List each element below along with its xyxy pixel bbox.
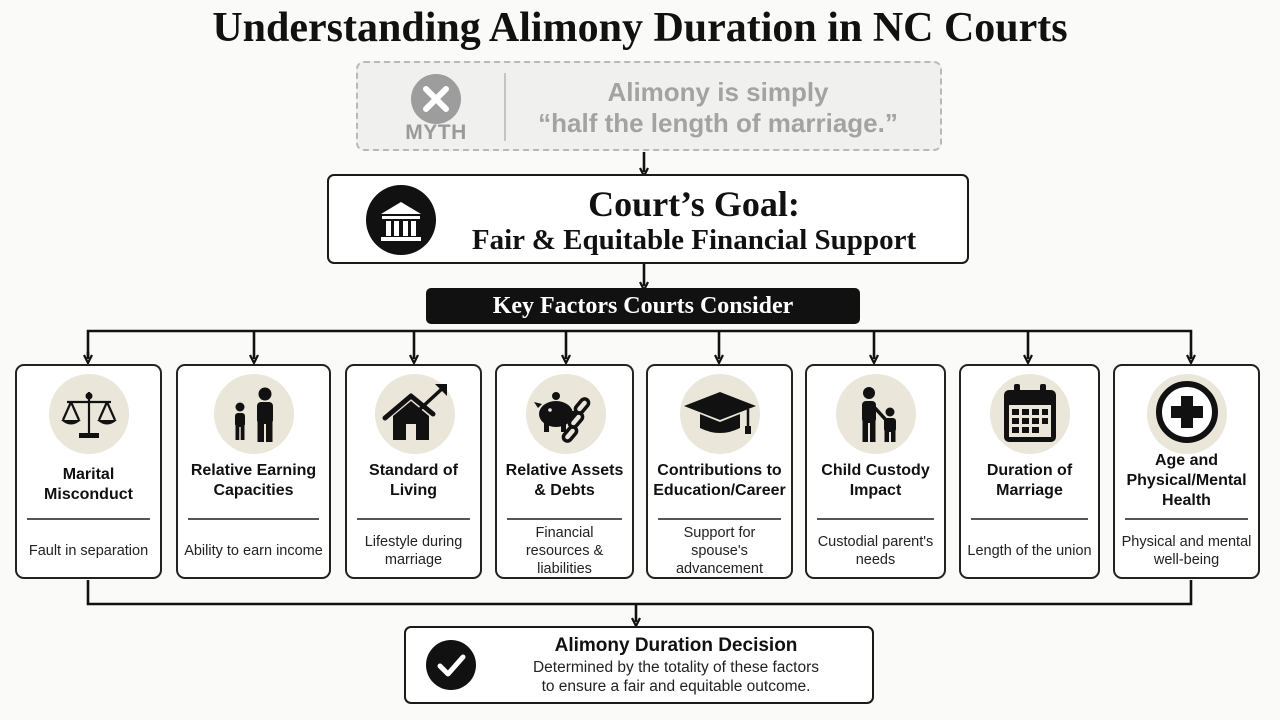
factor-description: Length of the union	[967, 543, 1092, 559]
factor-distribution-line	[86, 329, 1193, 358]
factor-card-age-health: Age and Physical/Mental Health Physical …	[1113, 364, 1260, 579]
factor-description: Custodial parent's needs	[817, 534, 934, 568]
house-growth-icon	[375, 374, 455, 454]
divider	[27, 518, 150, 520]
factor-card-marriage-duration: Duration of Marriage Length of the union	[959, 364, 1100, 579]
factor-title: Relative Earning Capacities	[190, 462, 317, 499]
decision-description: Determined by the totality of these fact…	[496, 658, 856, 696]
factor-title: Contributions to Education/Career	[653, 462, 786, 499]
divider	[817, 518, 934, 520]
factor-title: Child Custody Impact	[821, 462, 930, 499]
medical-cross-icon	[1147, 374, 1227, 454]
divider	[357, 518, 470, 520]
myth-statement-line1: Alimony is simply	[607, 77, 829, 107]
factor-card-child-custody: Child Custody Impact Custodial parent's …	[805, 364, 946, 579]
scales-icon	[49, 374, 129, 454]
people-icon	[214, 374, 294, 454]
factor-description: Fault in separation	[28, 543, 149, 559]
goal-subtitle: Fair & Equitable Financial Support	[471, 224, 917, 256]
divider	[507, 518, 622, 520]
factor-description: Financial resources & liabilities	[525, 525, 604, 577]
factor-title: Relative Assets & Debts	[505, 462, 624, 499]
factor-description: Support for spouse's advancement	[675, 525, 764, 577]
alimony-decision-box: Alimony Duration Decision Determined by …	[404, 626, 874, 704]
myth-label: MYTH	[405, 121, 467, 144]
factor-title: Standard of Living	[369, 462, 458, 499]
decision-title: Alimony Duration Decision	[554, 635, 798, 656]
key-factors-heading: Key Factors Courts Consider	[426, 288, 860, 324]
myth-box: MYTH Alimony is simply “half the length …	[356, 61, 942, 151]
factor-card-standard-of-living: Standard of Living Lifestyle during marr…	[345, 364, 482, 579]
page-title: Understanding Alimony Duration in NC Cou…	[212, 5, 1068, 51]
factor-collection-line	[86, 580, 1193, 606]
factor-card-earning-capacities: Relative Earning Capacities Ability to e…	[176, 364, 331, 579]
myth-divider	[504, 73, 506, 141]
courthouse-icon	[366, 185, 436, 255]
graduation-cap-icon	[680, 374, 760, 454]
myth-statement-line2: “half the length of marriage.”	[538, 108, 898, 138]
parent-child-icon	[836, 374, 916, 454]
court-goal-box: Court’s Goal: Fair & Equitable Financial…	[327, 174, 969, 264]
x-circle-icon	[411, 74, 461, 124]
decision-line1: Determined by the totality of these fact…	[532, 659, 820, 676]
factor-description: Lifestyle during marriage	[364, 534, 463, 568]
factor-title: Duration of Marriage	[986, 462, 1073, 499]
calendar-icon	[990, 374, 1070, 454]
piggy-bank-chain-icon	[526, 374, 606, 454]
goal-title: Court’s Goal:	[588, 184, 800, 224]
factor-card-assets-debts: Relative Assets & Debts Financial resour…	[495, 364, 634, 579]
factor-card-marital-misconduct: Marital Misconduct Fault in separation	[15, 364, 162, 579]
factor-card-education-career: Contributions to Education/Career Suppor…	[646, 364, 793, 579]
factor-title: Marital Misconduct	[44, 466, 133, 503]
divider	[971, 518, 1088, 520]
divider	[188, 518, 319, 520]
factor-description: Ability to earn income	[184, 543, 323, 559]
decision-line2: to ensure a fair and equitable outcome.	[541, 678, 811, 695]
divider	[658, 518, 781, 520]
checkmark-icon	[426, 640, 476, 690]
myth-statement: Alimony is simply “half the length of ma…	[518, 77, 918, 139]
factor-title: Age and Physical/Mental Health	[1126, 452, 1247, 509]
divider	[1125, 518, 1248, 520]
factor-description: Physical and mental well-being	[1121, 534, 1252, 568]
